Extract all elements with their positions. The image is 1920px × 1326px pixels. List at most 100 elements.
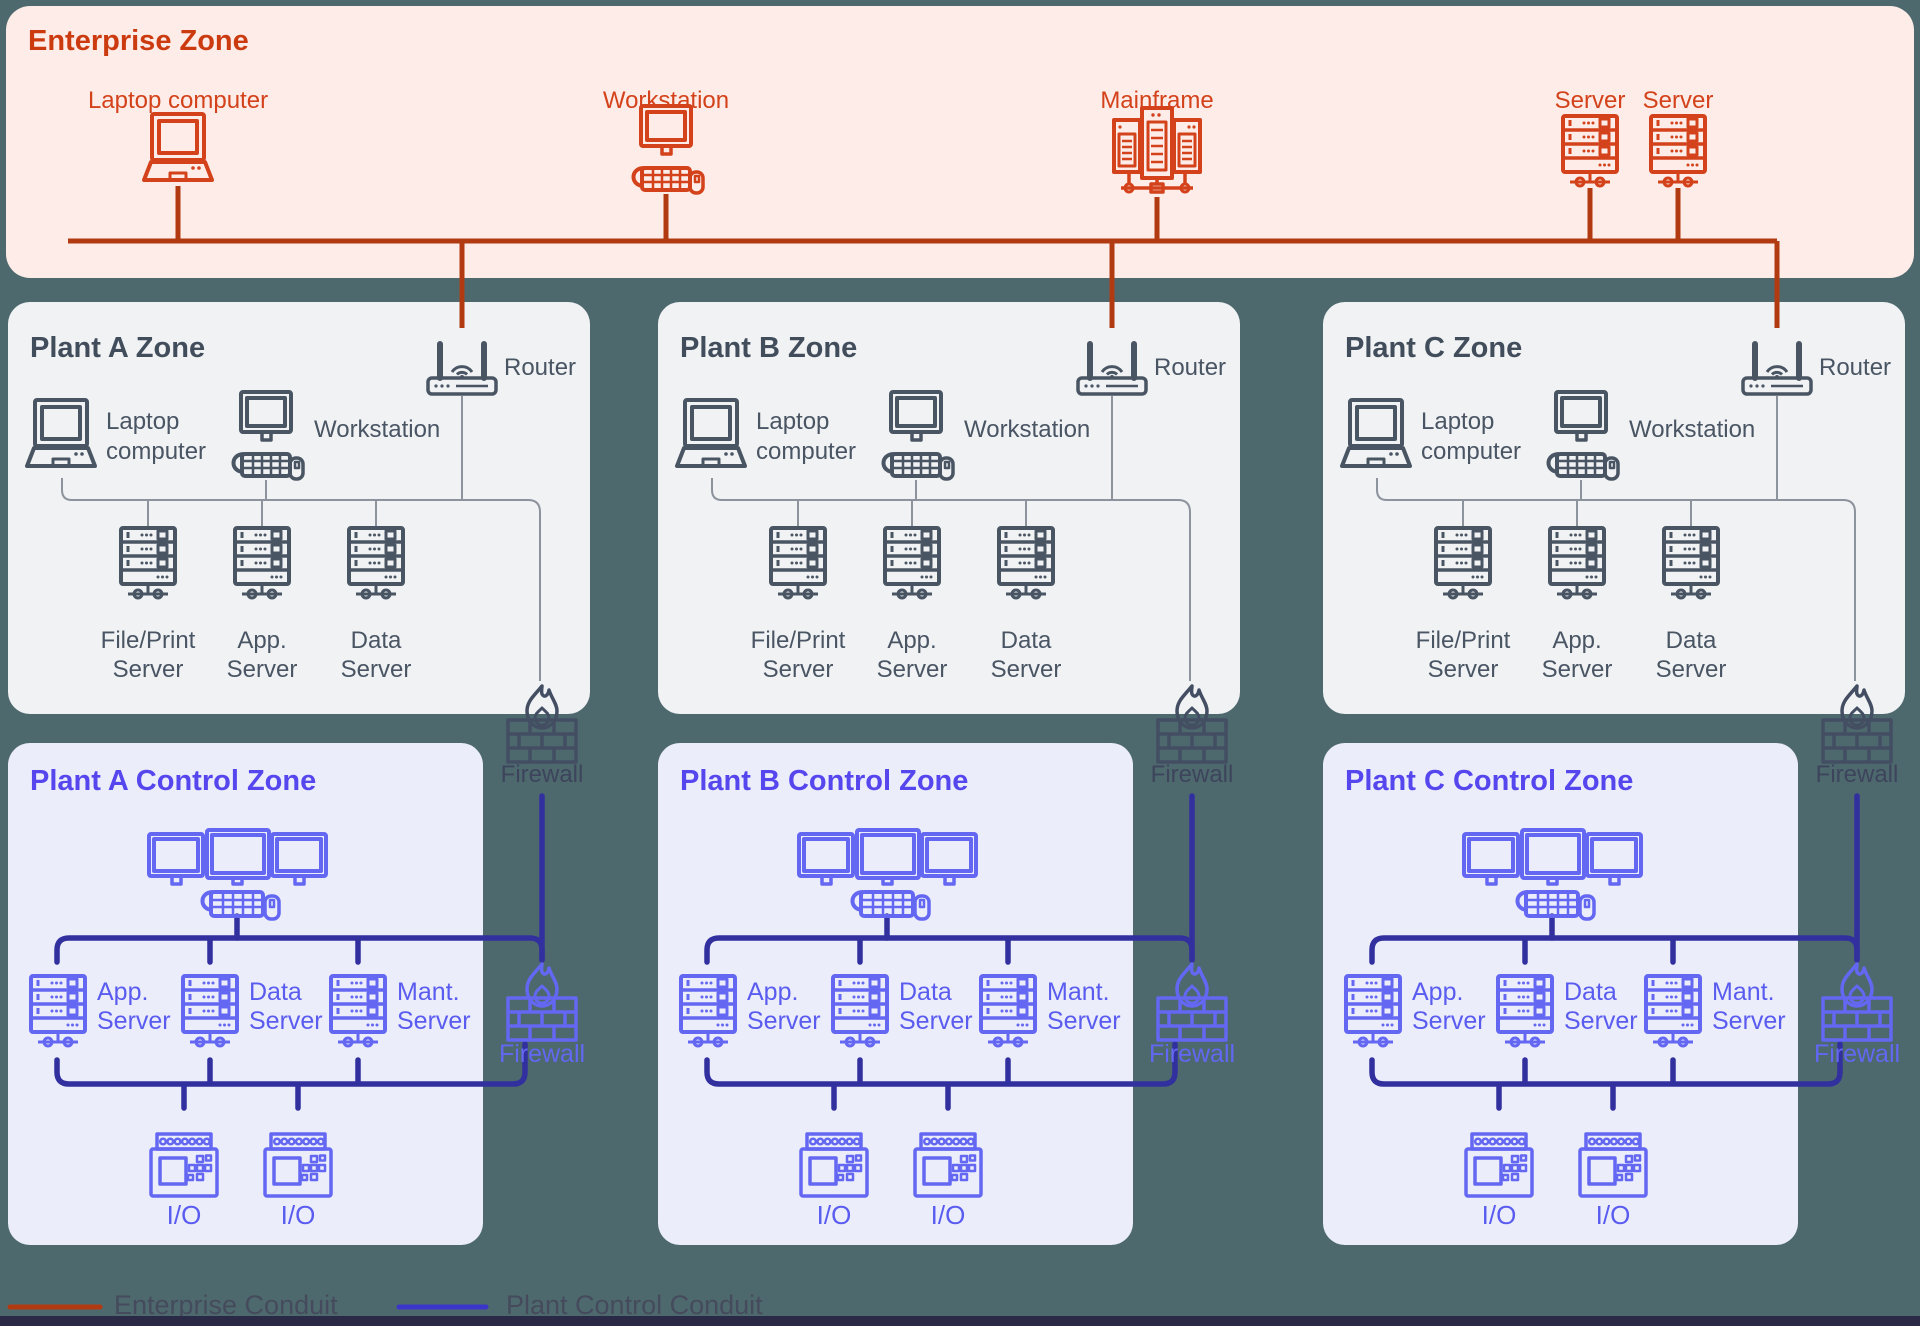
firewall-label: Firewall <box>501 761 584 788</box>
footer-bar <box>0 1316 1920 1326</box>
control-top-bus <box>704 935 1195 965</box>
enterprise-zone-panel <box>6 6 1914 278</box>
control-zone-a: Plant A Control Zone App. Server Data Se… <box>8 743 585 1245</box>
plant-lan-lines <box>711 396 1191 681</box>
server-label-line1: File/Print <box>1416 627 1511 654</box>
server-label-line2: Server <box>113 656 184 683</box>
server-label-line2: Server <box>1656 656 1727 683</box>
plant-lan-lines <box>1376 396 1856 681</box>
server-label-line1: Data <box>249 978 302 1006</box>
workstation-label: Workstation <box>964 416 1090 443</box>
control-top-bus <box>54 935 545 965</box>
device-label: Server <box>1555 87 1626 114</box>
server-label-line2: Server <box>1542 656 1613 683</box>
laptop-label-line2: computer <box>1421 438 1521 465</box>
plant-lan-lines <box>61 396 541 681</box>
router-label: Router <box>504 354 576 381</box>
firewall-label: Firewall <box>499 1040 585 1068</box>
control-top-bus <box>1369 935 1860 965</box>
laptop-label-line2: computer <box>756 438 856 465</box>
server-label-line1: File/Print <box>101 627 196 654</box>
device-label: Workstation <box>603 87 729 114</box>
legend-plant-control-conduit-label: Plant Control Conduit <box>506 1290 763 1320</box>
server-label-line2: Server <box>227 656 298 683</box>
server-label-line1: Mant. <box>1047 978 1110 1006</box>
io-label: I/O <box>167 1200 202 1230</box>
laptop-label-line1: Laptop <box>756 408 829 435</box>
control-bottom-bus <box>1369 1041 1843 1111</box>
server-label-line1: App. <box>1412 978 1463 1006</box>
legend-enterprise-conduit-label: Enterprise Conduit <box>114 1290 338 1320</box>
server-label-line2: Server <box>249 1007 323 1035</box>
enterprise-server-node: Server <box>1643 87 1714 188</box>
router-label: Router <box>1819 354 1891 381</box>
server-label-line1: Data <box>899 978 952 1006</box>
device-label: Server <box>1643 87 1714 114</box>
server-label-line2: Server <box>97 1007 171 1035</box>
enterprise-device-stubs <box>175 186 1681 241</box>
server-label-line1: File/Print <box>751 627 846 654</box>
laptop-label-line2: computer <box>106 438 206 465</box>
server-label-line1: Data <box>1564 978 1617 1006</box>
server-label-line2: Server <box>397 1007 471 1035</box>
server-label-line2: Server <box>1712 1007 1786 1035</box>
firewall-icon <box>506 962 578 1042</box>
server-label-line2: Server <box>1412 1007 1486 1035</box>
enterprise-mainframe-node: Mainframe <box>1100 87 1214 194</box>
plant-zone-a: Plant A Zone Router Laptop computer Work… <box>8 241 590 788</box>
server-label-line2: Server <box>1428 656 1499 683</box>
firewall-label: Firewall <box>1816 761 1899 788</box>
plant-zone-panel <box>658 302 1240 714</box>
control-bottom-bus <box>54 1041 528 1111</box>
firewall-label: Firewall <box>1149 1040 1235 1068</box>
server-label-line2: Server <box>1047 1007 1121 1035</box>
control-bottom-bus <box>704 1041 1178 1111</box>
server-label-line2: Server <box>991 656 1062 683</box>
laptop-label-line1: Laptop <box>106 408 179 435</box>
control-zone-panel <box>658 743 1133 1245</box>
firewall-label: Firewall <box>1814 1040 1900 1068</box>
server-label-line2: Server <box>747 1007 821 1035</box>
plant-zone-title: Plant A Zone <box>30 332 205 364</box>
server-label-line1: Data <box>1666 627 1717 654</box>
server-label-line1: Data <box>1001 627 1052 654</box>
control-zone-panel <box>8 743 483 1245</box>
plant-zone-panel <box>1323 302 1905 714</box>
control-zone-title: Plant C Control Zone <box>1345 765 1633 797</box>
server-label-line2: Server <box>877 656 948 683</box>
enterprise-workstation-node: Workstation <box>603 87 729 195</box>
plant-zone-title: Plant B Zone <box>680 332 857 364</box>
server-label-line1: App. <box>887 627 936 654</box>
io-label: I/O <box>1482 1200 1517 1230</box>
plant-zone-panel <box>8 302 590 714</box>
server-label-line2: Server <box>763 656 834 683</box>
server-label-line1: Mant. <box>1712 978 1775 1006</box>
legend: Enterprise Conduit Plant Control Conduit <box>7 1290 763 1320</box>
io-label: I/O <box>1596 1200 1631 1230</box>
server-label-line2: Server <box>899 1007 973 1035</box>
control-zone-title: Plant A Control Zone <box>30 765 316 797</box>
server-label-line1: App. <box>237 627 286 654</box>
control-zone-c: Plant C Control Zone App. Server Data Se… <box>1323 743 1900 1245</box>
firewall-label: Firewall <box>1151 761 1234 788</box>
firewall-icon <box>1821 962 1893 1042</box>
laptop-label-line1: Laptop <box>1421 408 1494 435</box>
router-label: Router <box>1154 354 1226 381</box>
workstation-label: Workstation <box>1629 416 1755 443</box>
server-label-line2: Server <box>341 656 412 683</box>
io-label: I/O <box>931 1200 966 1230</box>
server-label-line1: Data <box>351 627 402 654</box>
device-label: Laptop computer <box>88 87 268 114</box>
control-zone-b: Plant B Control Zone App. Server Data Se… <box>658 743 1235 1245</box>
firewall-icon <box>1156 962 1228 1042</box>
enterprise-laptop-node: Laptop computer <box>88 87 268 182</box>
io-label: I/O <box>281 1200 316 1230</box>
server-label-line1: Mant. <box>397 978 460 1006</box>
server-label-line2: Server <box>1564 1007 1638 1035</box>
plant-zone-b: Plant B Zone Router Laptop computer Work… <box>658 241 1240 788</box>
plant-zone-title: Plant C Zone <box>1345 332 1522 364</box>
workstation-label: Workstation <box>314 416 440 443</box>
enterprise-server-node: Server <box>1555 87 1626 188</box>
enterprise-zone: Enterprise Zone Laptop computer Workstat… <box>6 6 1914 278</box>
